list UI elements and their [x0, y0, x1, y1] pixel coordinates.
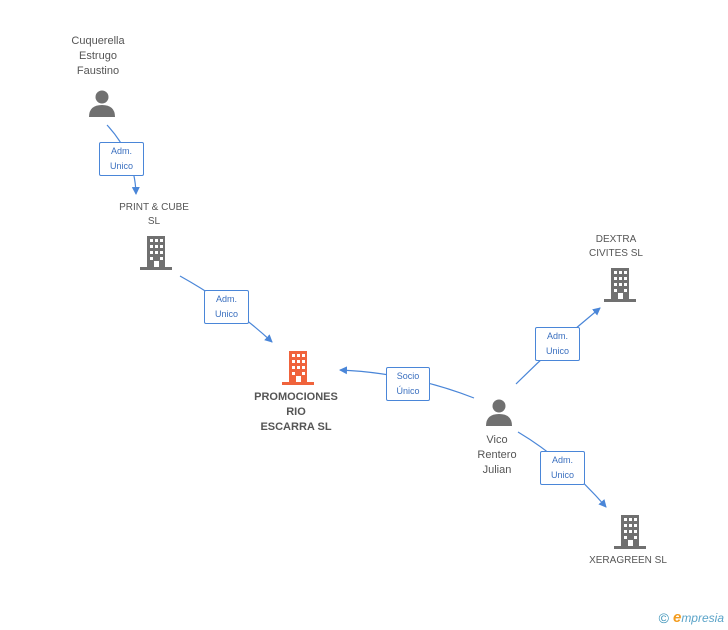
edge-label-line: Unico	[214, 309, 238, 319]
node-label-line: Rentero	[477, 449, 517, 461]
edge-label-line: Único	[396, 386, 420, 396]
node-label-cuquerella[interactable]: Cuquerella Estrugo Faustino	[48, 34, 148, 79]
edge-label-line: Unico	[109, 161, 133, 171]
person-icon[interactable]	[485, 398, 513, 426]
node-label-dextra[interactable]: DEXTRA CIVITES SL	[566, 233, 666, 261]
edge-label-line: Adm.	[546, 331, 568, 341]
node-label-line: RIO	[286, 406, 306, 418]
brand-logo-letter: e	[672, 609, 682, 626]
node-label-line: CIVITES SL	[589, 248, 643, 259]
edge-label-line: Adm.	[215, 294, 237, 304]
node-label-vico[interactable]: Vico Rentero Julian	[457, 433, 537, 478]
edge-label-line: Adm.	[551, 455, 573, 465]
node-label-line: Vico	[486, 434, 508, 446]
node-label-line: XERAGREEN SL	[589, 555, 667, 566]
edge-label-line: Adm.	[110, 146, 132, 156]
node-label-line: DEXTRA	[595, 234, 637, 245]
node-label-line: PRINT & CUBE	[119, 202, 189, 213]
edge-label-adm-unico[interactable]: Adm. Unico	[540, 451, 585, 485]
edge-label-line: Socio	[396, 371, 420, 381]
copyright-icon: ©	[658, 609, 669, 626]
person-icon[interactable]	[88, 89, 116, 117]
building-icon[interactable]	[614, 515, 646, 549]
node-label-print-cube[interactable]: PRINT & CUBE SL	[104, 201, 204, 229]
building-icon[interactable]	[140, 236, 172, 270]
node-label-line: Cuquerella	[71, 35, 125, 47]
edge-label-adm-unico[interactable]: Adm. Unico	[99, 142, 144, 176]
brand-logo: empresia	[673, 609, 724, 626]
node-label-line: ESCARRA SL	[260, 421, 332, 433]
node-label-line: Julian	[482, 464, 512, 476]
node-label-promociones[interactable]: PROMOCIONES RIO ESCARRA SL	[236, 390, 356, 435]
node-label-line: Estrugo	[79, 50, 117, 62]
node-label-line: SL	[147, 216, 161, 227]
edge-label-socio-unico[interactable]: Socio Único	[386, 367, 430, 401]
node-label-xeragreen[interactable]: XERAGREEN SL	[578, 554, 678, 568]
edge-label-adm-unico[interactable]: Adm. Unico	[535, 327, 580, 361]
edge-label-line: Unico	[550, 470, 574, 480]
brand-watermark[interactable]: © empresia	[659, 609, 724, 626]
edge-label-line: Unico	[545, 346, 569, 356]
building-icon[interactable]	[604, 268, 636, 302]
building-icon[interactable]	[282, 351, 314, 385]
node-label-line: PROMOCIONES	[254, 391, 338, 403]
edge-label-adm-unico[interactable]: Adm. Unico	[204, 290, 249, 324]
brand-name: mpresia	[681, 611, 724, 625]
node-label-line: Faustino	[76, 65, 120, 77]
